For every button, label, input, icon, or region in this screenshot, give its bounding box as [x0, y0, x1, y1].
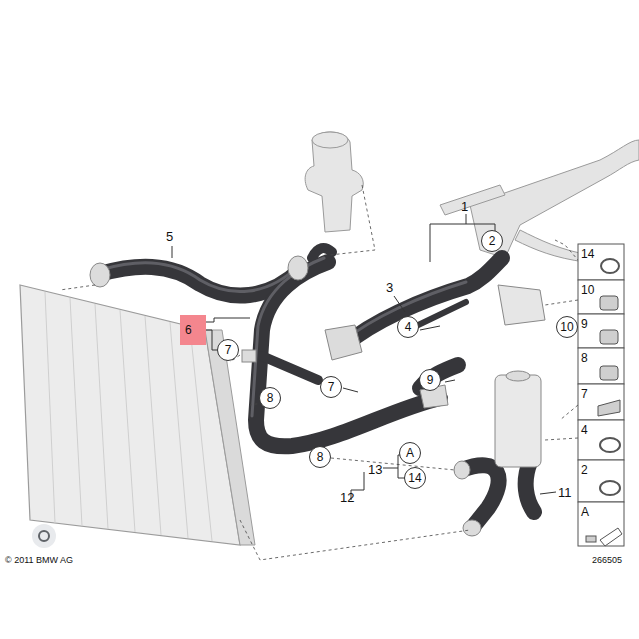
- callout-number: 2: [489, 235, 496, 247]
- part-number: 12: [340, 491, 354, 504]
- callout-number: 4: [405, 321, 412, 333]
- callout-circle: 10: [556, 316, 578, 338]
- legend-cell-number: 4: [581, 424, 588, 436]
- copyright-note: © 2011 BMW AG: [5, 556, 73, 565]
- callout-number: 7: [225, 344, 232, 356]
- legend-cell-number: 8: [581, 352, 588, 364]
- callout-circle: 9: [419, 369, 441, 391]
- callout-circle: 4: [397, 316, 419, 338]
- bracket-line: [206, 318, 250, 322]
- legend-cell-number: A: [581, 506, 589, 518]
- callout-number: 8: [267, 392, 274, 404]
- part-number: 5: [166, 230, 173, 243]
- callout-circle: 7: [217, 339, 239, 361]
- part-number: 11: [558, 486, 572, 499]
- callout-circle: 14: [404, 467, 426, 489]
- callout-circle: 7: [320, 376, 342, 398]
- callout-number: 14: [408, 472, 421, 484]
- callout-number: A: [406, 447, 414, 459]
- callout-circle: 2: [481, 230, 503, 252]
- callout-circle: 8: [309, 446, 331, 468]
- part-number: 3: [386, 281, 393, 294]
- highlight-callout: 6: [180, 315, 206, 345]
- legend-cell-number: 7: [581, 388, 588, 400]
- callout-number: 6: [185, 324, 192, 336]
- legend-cell-number: 10: [581, 284, 594, 296]
- callout-circle: 8: [259, 387, 281, 409]
- part-number: 1: [461, 200, 468, 213]
- callout-number: 7: [328, 381, 335, 393]
- bracket-line: [206, 330, 217, 350]
- callout-number: 9: [427, 374, 434, 386]
- legend-cell-number: 9: [581, 318, 588, 330]
- callout-circle: A: [399, 442, 421, 464]
- legend-cell-number: 2: [581, 464, 588, 476]
- part-number: 13: [368, 463, 382, 476]
- legend-cell-number: 14: [581, 248, 594, 260]
- callout-number: 10: [560, 321, 573, 333]
- copyright-note: 266505: [592, 556, 622, 565]
- callout-number: 8: [317, 451, 324, 463]
